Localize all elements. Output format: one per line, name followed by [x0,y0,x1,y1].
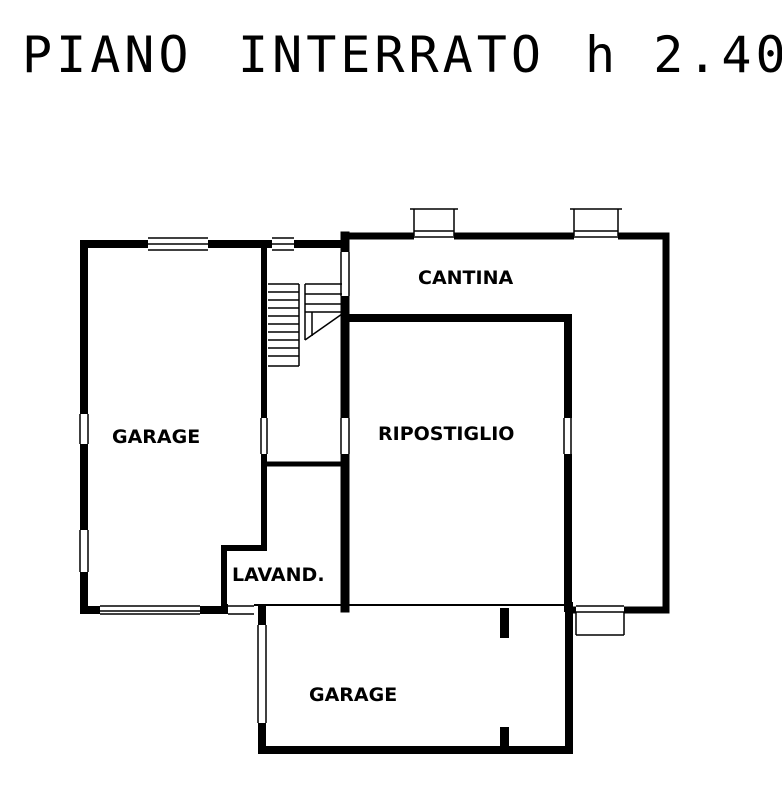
title-height: h 2.40 [585,26,782,84]
title-floor: PIANO [22,26,193,84]
wall-bottom-garage [258,602,573,754]
interior-doors [260,252,573,454]
label-ripostiglio: RIPOSTIGLIO [378,423,514,445]
staircase [268,283,343,367]
opening-bottom-garage-left [257,625,268,723]
windows [79,208,625,723]
wall-garage-inner [221,245,267,609]
label-garage-bottom: GARAGE [309,684,397,706]
window-lavand-bottom [228,604,254,616]
door-garage-stair [260,418,269,454]
window-cantina-left [410,208,458,242]
label-cantina: CANTINA [418,267,513,289]
window-garage-top [148,237,208,251]
wall-stub-top [500,608,509,638]
wall-ripostiglio [341,314,572,612]
plan-title: PIANO INTERRATO h 2.40 [22,26,782,84]
door-corridor-cantina [340,252,351,296]
room-labels: GARAGE CANTINA RIPOSTIGLIO LAVAND. GARAG… [112,267,514,706]
label-garage-left: GARAGE [112,426,200,448]
window-garage-left-upper [79,414,90,444]
window-cantina-bottom [575,604,625,636]
door-garage-left-bottom [100,604,200,616]
label-lavanderia: LAVAND. [232,564,325,586]
wall-stub-bottom [500,727,509,750]
door-corridor-ripostiglio [340,418,351,454]
title-level: INTERRATO [238,26,545,84]
window-cantina-right [570,208,622,242]
window-garage-left-lower [79,530,90,572]
interior-walls [221,231,572,750]
window-stair-top [272,237,294,251]
door-ripostiglio-cantina [563,418,573,454]
exterior-walls [80,232,670,754]
